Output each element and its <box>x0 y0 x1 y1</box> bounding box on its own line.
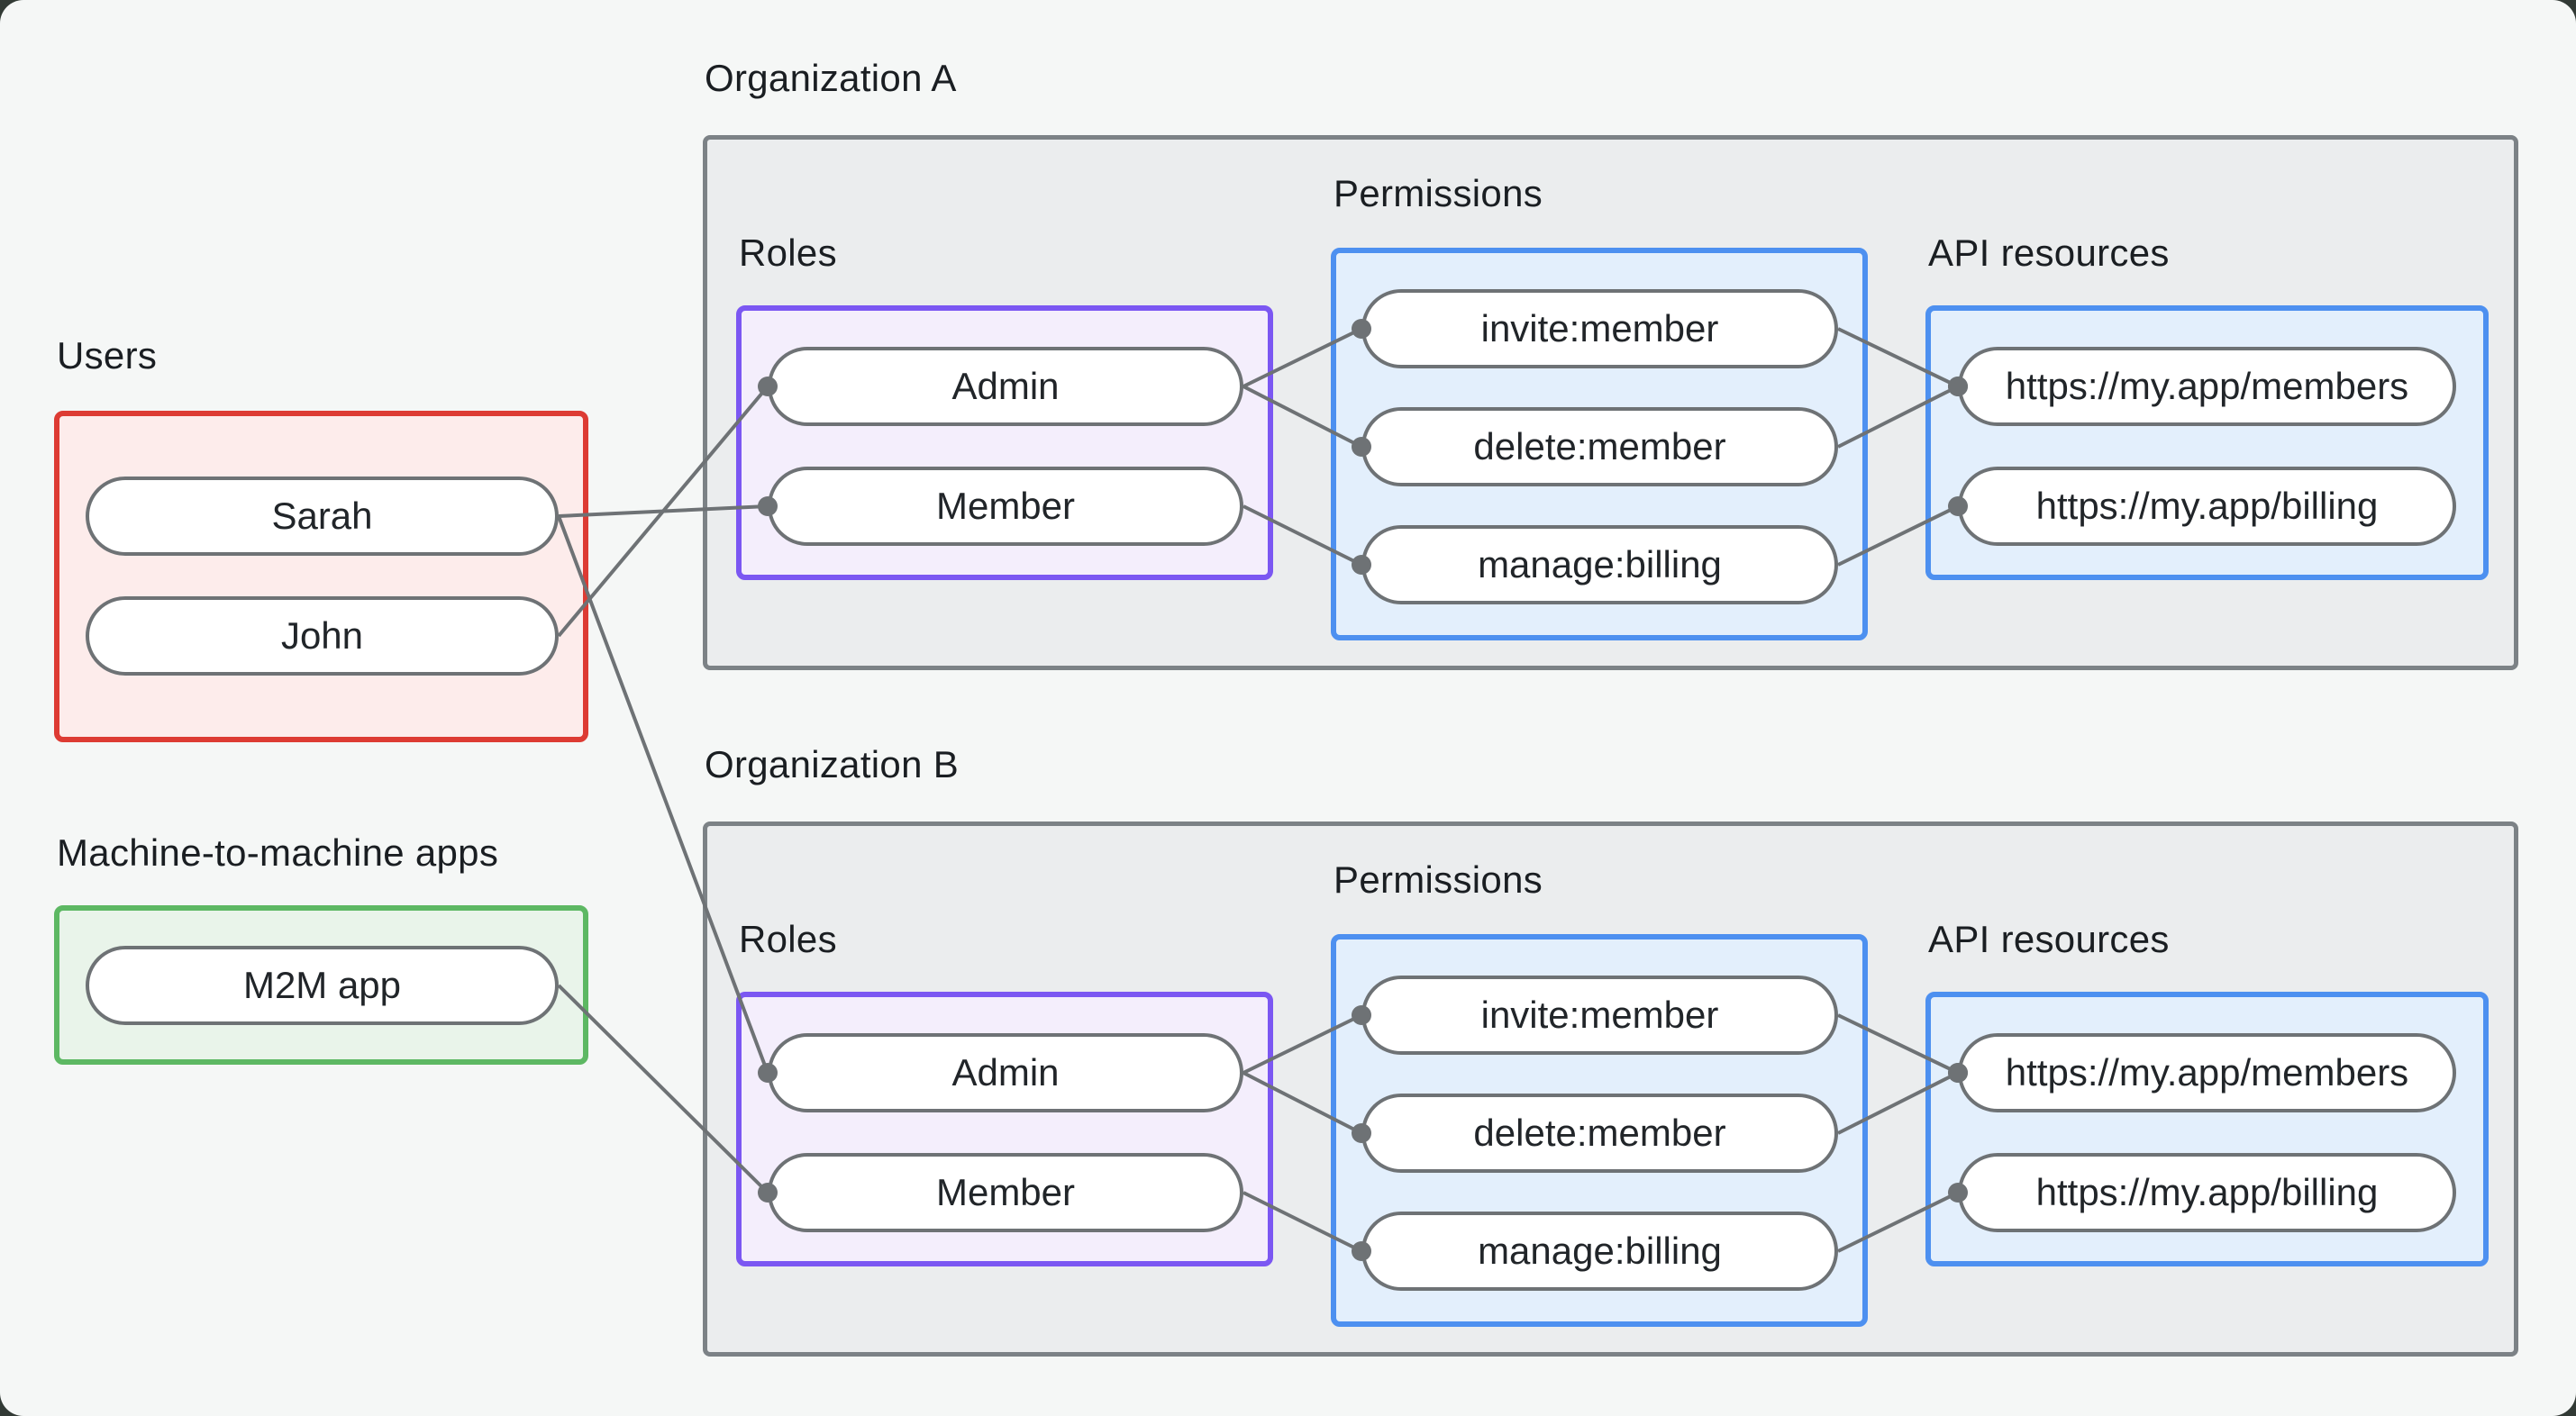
node-user-sarah: Sarah <box>86 477 559 556</box>
org-a-api-resources-label: API resources <box>1928 231 2170 274</box>
org-a-title: Organization A <box>705 57 957 99</box>
org-a-roles-label: Roles <box>739 231 837 274</box>
org-b-api-resources-label: API resources <box>1928 918 2170 960</box>
org-b-roles-label: Roles <box>739 918 837 960</box>
org-a-permissions-label: Permissions <box>1334 172 1543 214</box>
node-org-a-role-admin: Admin <box>768 347 1243 426</box>
org-b-title: Organization B <box>705 743 960 785</box>
users-group-label: Users <box>57 334 158 377</box>
node-org-b-perm-manage-billing: manage:billing <box>1361 1212 1838 1291</box>
node-m2m-app: M2M app <box>86 946 559 1025</box>
node-org-a-perm-manage-billing: manage:billing <box>1361 525 1838 604</box>
users-group-box <box>54 411 588 742</box>
node-org-b-perm-delete-member: delete:member <box>1361 1094 1838 1173</box>
node-org-b-api-billing: https://my.app/billing <box>1958 1153 2456 1232</box>
m2m-group-label: Machine-to-machine apps <box>57 831 499 874</box>
org-b-permissions-label: Permissions <box>1334 858 1543 901</box>
node-org-a-api-members: https://my.app/members <box>1958 347 2456 426</box>
node-org-b-perm-invite-member: invite:member <box>1361 976 1838 1055</box>
node-org-a-role-member: Member <box>768 467 1243 546</box>
node-org-b-role-member: Member <box>768 1153 1243 1232</box>
node-org-a-api-billing: https://my.app/billing <box>1958 467 2456 546</box>
node-user-john: John <box>86 596 559 676</box>
node-org-b-api-members: https://my.app/members <box>1958 1033 2456 1112</box>
node-org-b-role-admin: Admin <box>768 1033 1243 1112</box>
node-org-a-perm-invite-member: invite:member <box>1361 289 1838 368</box>
node-org-a-perm-delete-member: delete:member <box>1361 407 1838 486</box>
